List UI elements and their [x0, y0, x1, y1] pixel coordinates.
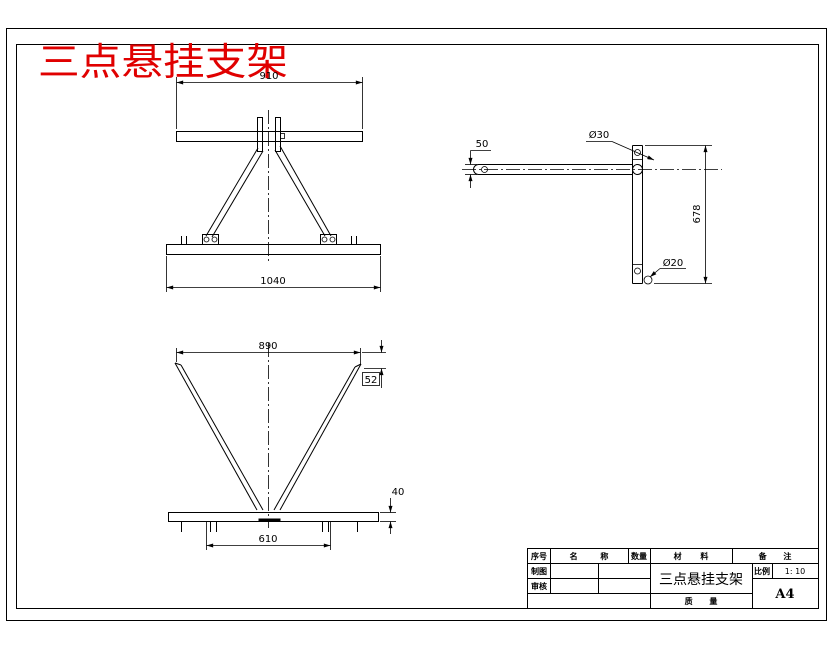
side-view-top-hole — [634, 149, 641, 156]
top-view-bottom-dimension-label: 610 — [258, 534, 277, 545]
side-view-top-diameter-label: Ø30 — [589, 129, 610, 141]
side-view-bar-hole — [481, 166, 488, 173]
front-view-left-arm-outer — [205, 147, 259, 237]
title-block-part-name: 三点悬挂支架 — [659, 572, 743, 588]
side-view-bottom-clevis — [643, 275, 653, 285]
front-view-right-clamp — [320, 234, 337, 245]
top-view: 890 610 52 40 — [168, 340, 405, 550]
front-view-bottom-dimension-label: 1040 — [260, 276, 285, 287]
title-block-scale-value: 1: 10 — [785, 567, 806, 576]
front-view-left-plate — [257, 117, 263, 152]
top-view-right-top-dimension-box — [362, 372, 380, 386]
front-view: 910 1040 — [166, 71, 381, 292]
title-block-scale-label: 比例 — [754, 566, 770, 576]
drawing-title: 三点悬挂支架 — [38, 40, 288, 84]
title-block-header-remark: 备 注 — [758, 551, 792, 561]
front-view-top-bar — [176, 131, 363, 142]
title-block-sheet-size: A4 — [774, 587, 794, 602]
side-view-left-dimension-label: 50 — [476, 139, 489, 150]
side-view-bottom-diameter-leader — [649, 268, 661, 278]
front-view-left-clamp-bolt-2 — [211, 236, 218, 243]
title-block-header-no: 序号 — [531, 551, 547, 561]
front-view-right-clamp-bolt-2 — [329, 236, 336, 243]
top-view-right-arm-cap — [354, 363, 362, 368]
front-view-right-arm-inner — [274, 149, 326, 237]
top-view-left-arm-inner — [180, 364, 264, 511]
side-view-top-diameter-leader — [611, 141, 655, 161]
top-view-right-bottom-dimension-label: 40 — [392, 487, 405, 498]
top-view-center-plate — [258, 518, 281, 522]
side-view-joint — [632, 164, 643, 175]
top-view-left-arm-cap — [174, 362, 182, 366]
top-view-left-arm-outer — [174, 362, 258, 511]
front-view-left-clamp-bolt-1 — [203, 236, 210, 243]
side-view-bottom-diameter-label: Ø20 — [663, 257, 684, 269]
side-view-bar-end — [473, 164, 479, 175]
side-view: 50 678 Ø30 Ø20 — [462, 129, 722, 285]
front-view-right-clamp-bolt-1 — [321, 236, 328, 243]
side-view-height-dimension-label: 678 — [692, 204, 703, 223]
top-view-top-dimension-label: 890 — [258, 341, 277, 352]
title-block-drawn-label: 制图 — [531, 566, 547, 576]
front-view-bottom-bar — [166, 244, 381, 255]
title-block-checked-label: 审核 — [531, 581, 547, 591]
title-block-header-name: 名 称 — [570, 551, 609, 561]
front-view-right-arm-outer — [279, 145, 332, 237]
outer-frame — [6, 28, 827, 621]
top-view-right-top-dimension-label: 52 — [365, 375, 378, 386]
front-view-top-dimension-label: 910 — [259, 71, 278, 82]
front-view-plate-bolt — [280, 133, 285, 139]
front-view-left-arm-inner — [211, 150, 264, 238]
front-view-left-clamp — [202, 234, 219, 245]
title-block: 序号 名 称 数量 材 料 备 注 制图 审核 三点悬挂支架 比例 1: 10 … — [527, 548, 819, 609]
top-view-right-arm-outer — [279, 363, 362, 511]
inner-frame — [16, 44, 819, 609]
title-block-mass-label: 质 量 — [685, 596, 718, 606]
side-view-bottom-hole — [634, 267, 641, 275]
top-view-right-arm-inner — [273, 366, 356, 511]
title-block-header-material: 材 料 — [674, 551, 709, 561]
title-block-header-qty: 数量 — [631, 551, 647, 561]
